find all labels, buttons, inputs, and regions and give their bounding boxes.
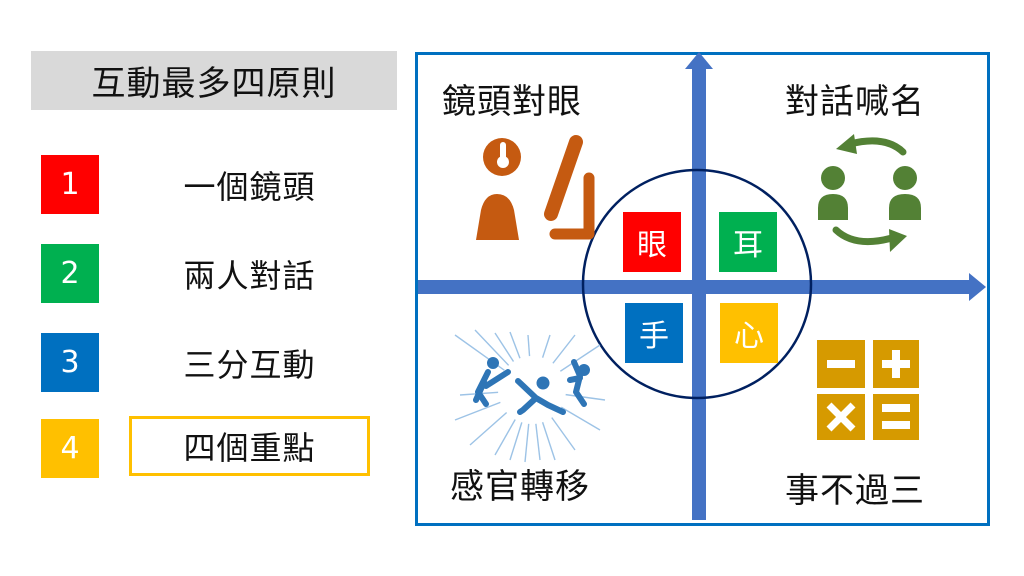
sense-hand: 手 <box>625 303 683 363</box>
quadrant-frame <box>415 52 990 526</box>
principle-number-4: 4 <box>41 419 99 478</box>
principle-label-4: 四個重點 <box>129 416 370 476</box>
calculator-symbols-icon <box>817 340 919 440</box>
quadrant-title-top-right: 對話喊名 <box>785 82 925 122</box>
senses-circle <box>581 168 813 400</box>
sense-eye: 眼 <box>623 212 681 272</box>
quadrant-title-top-left: 鏡頭對眼 <box>442 82 582 122</box>
person-at-camera-icon <box>476 135 595 240</box>
principle-label-1: 一個鏡頭 <box>183 168 316 206</box>
sense-ear: 耳 <box>719 212 777 272</box>
principle-number-2: 2 <box>41 244 99 303</box>
axis-arrow-right-icon <box>969 273 986 301</box>
sense-heart: 心 <box>720 303 778 363</box>
quadrant-title-bottom-left: 感官轉移 <box>450 467 590 507</box>
principle-number-3: 3 <box>41 333 99 392</box>
principle-number-1: 1 <box>41 155 99 214</box>
principle-label-2: 兩人對話 <box>183 257 316 295</box>
quadrant-title-bottom-right: 事不過三 <box>785 471 925 511</box>
burst-figures-icon <box>454 329 606 463</box>
times-icon <box>826 402 856 432</box>
minus-icon <box>827 360 855 368</box>
equals-icon <box>882 404 910 412</box>
conversation-exchange-icon <box>818 134 921 252</box>
page-title: 互動最多四原則 <box>31 51 397 110</box>
principle-label-3: 三分互動 <box>183 346 316 384</box>
axis-arrow-up-icon <box>685 52 713 69</box>
axes <box>418 52 986 520</box>
